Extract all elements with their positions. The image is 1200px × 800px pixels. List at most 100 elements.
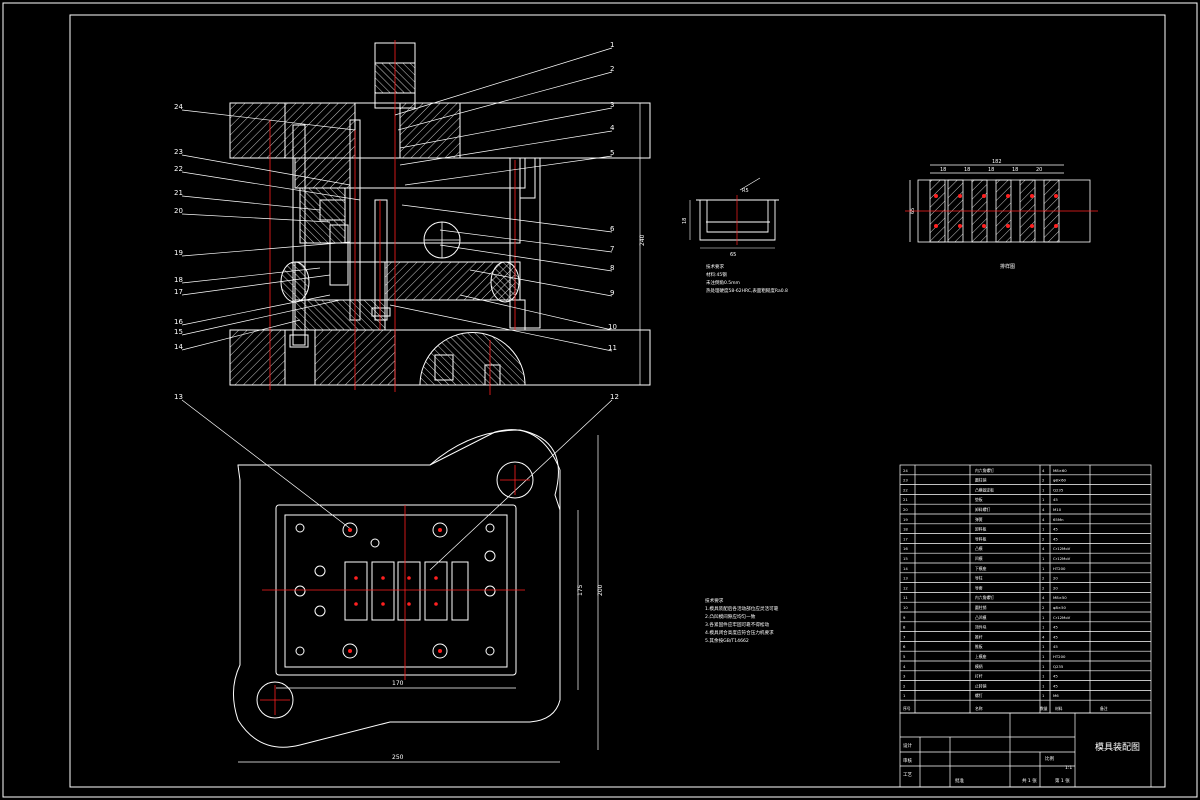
assembly-note-1: 1.模具装配后各活动部位应灵活可靠 [705,605,779,612]
label-16: 16 [174,318,183,326]
strip-dim-height: 65 [910,208,916,214]
inner-border [69,14,1166,788]
label-13: 13 [174,393,183,401]
title-block-grid [899,712,1152,788]
bom-cell-mat: M6 [1053,693,1059,698]
bom-header-no: 序号 [903,706,911,711]
bom-cell-qty: 1 [1042,527,1045,532]
bom-cell-name: 圆柱销 [975,478,987,483]
bom-cell-name: 弹簧 [975,517,983,522]
title-block-process: 工艺 [903,772,912,778]
bom-cell-qty: 1 [1042,654,1045,659]
bom-cell-qty: 1 [1042,625,1045,630]
bom-cell-qty: 2 [1042,478,1045,483]
bom-cell-qty: 1 [1042,566,1045,571]
strip-pitch-4: 20 [1036,167,1042,173]
bom-cell-name: 圆柱销 [975,605,987,610]
plan-dim-inner: 170 [392,680,404,687]
bom-cell-qty: 2 [1042,585,1045,590]
label-9: 9 [610,289,614,297]
strip-pitch-3: 18 [1012,167,1018,173]
bom-cell-no: 3 [903,674,906,679]
label-7: 7 [610,245,614,253]
label-2: 2 [610,65,614,73]
part-note-1: 材料:45钢 [706,271,727,278]
bom-cell-name: 导料板 [975,536,987,541]
plan-dim-width: 250 [392,754,404,761]
part-note-2: 未注倒角0.5mm [706,279,740,286]
front-section-view [229,42,651,386]
title-block-approve: 批准 [955,777,964,784]
label-17: 17 [174,288,183,296]
bom-cell-mat: 45 [1053,644,1058,649]
strip-pilot-marks [934,194,1058,228]
bom-cell-qty: 2 [1042,536,1045,541]
label-1: 1 [610,41,614,49]
bom-cell-qty: 4 [1042,546,1045,551]
label-12: 12 [610,393,619,401]
label-6: 6 [610,225,615,233]
bom-cell-mat: HT200 [1053,654,1066,659]
part-notes: 技术要求 材料:45钢 未注倒角0.5mm 热处理硬度58-62HRC,表面粗糙… [706,263,788,294]
bom-cell-no: 8 [903,625,906,630]
bom-cell-mat: 45 [1053,536,1058,541]
bom-cell-mat: φ8×60 [1053,478,1067,483]
bom-cell-name: 推杆 [975,634,983,639]
title-block-sheet-no: 第 1 张 [1055,777,1070,784]
part-dim-r: R5 [742,188,749,194]
bom-cell-mat: Cr12MoV [1053,546,1071,551]
bom-cell-name: 导套 [975,585,983,590]
bom-cell-no: 16 [903,546,908,551]
bom-cell-name: 凸凹模 [975,615,987,620]
bom-cell-name: 顶件块 [975,625,987,630]
bom-cell-no: 10 [903,605,908,610]
bom-cell-name: 凸模固定板 [975,487,994,492]
bom-cell-qty: 4 [1042,507,1045,512]
bom-cell-mat: M8×50 [1053,595,1067,600]
bom-cell-mat: 45 [1053,527,1058,532]
bom-cell-mat: 20 [1053,576,1058,581]
label-8: 8 [610,264,614,272]
bom-cell-qty: 1 [1042,674,1045,679]
label-21: 21 [174,189,183,197]
bom-cell-name: 打杆 [975,674,983,679]
part-note-0: 技术要求 [706,263,724,270]
bom-cell-name: 推板 [975,644,983,649]
bom-cell-name: 卸料螺钉 [975,507,990,512]
bom-cell-no: 17 [903,536,908,541]
label-14: 14 [174,343,183,351]
plan-view [233,429,599,763]
bom-cell-mat: 20 [1053,585,1058,590]
part-dim-h: 18 [682,218,688,224]
bom-cell-no: 20 [903,507,908,512]
bom-cell-name: 模柄 [975,664,983,669]
bom-cell-name: 垫板 [975,497,983,502]
bom-cell-qty: 4 [1042,468,1045,473]
plan-pin-marks [348,528,442,653]
label-15: 15 [174,328,183,336]
bom-cell-no: 14 [903,566,908,571]
bom-cell-no: 12 [903,585,908,590]
label-22: 22 [174,165,183,173]
label-3: 3 [610,101,614,109]
strip-dim-total: 182 [992,159,1002,165]
bom-cell-mat: 65Mn [1053,517,1064,522]
bom-cell-qty: 1 [1042,693,1045,698]
title-block-scale: 1:1 [1065,765,1072,771]
label-23: 23 [174,148,183,156]
label-4: 4 [610,124,615,132]
bom-cell-no: 21 [903,497,908,502]
bom-cell-no: 6 [903,644,906,649]
strip-pitch-1: 18 [964,167,970,173]
bom-cell-name: 凹模 [975,556,983,561]
title-block-name: 模具装配图 [1095,741,1140,753]
bom-cell-mat: Q235 [1053,487,1064,492]
bom-cell-qty: 1 [1042,664,1045,669]
bom-cell-no: 5 [903,654,906,659]
strip-pitch-labels: 18 18 18 18 20 [940,167,1042,173]
title-block-scale-label: 比例 [1045,755,1054,762]
bill-of-materials-grid [899,464,1152,714]
bom-cell-no: 2 [903,683,906,688]
bom-cell-mat: Cr12MoV [1053,615,1071,620]
